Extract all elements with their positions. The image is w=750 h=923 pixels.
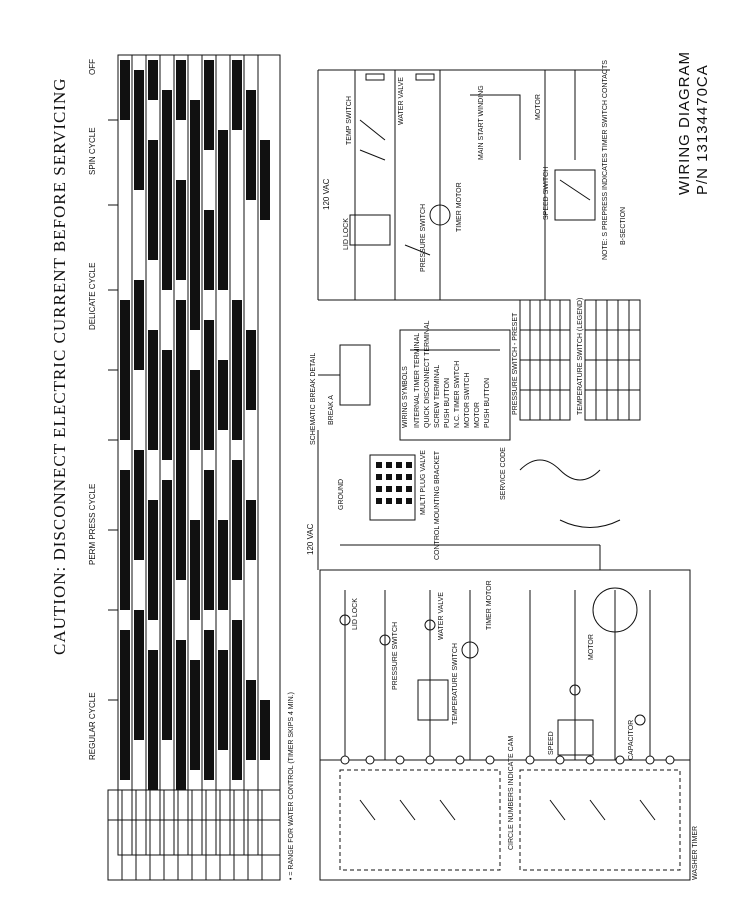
lower-pressure-switch-label: PRESSURE SWITCH (392, 621, 399, 690)
circle-numbers-note: CIRCLE NUMBERS INDICATE CAM (508, 735, 515, 850)
lower-circuit (319, 569, 691, 881)
legend-item-6: MOTOR SWITCH (464, 372, 471, 428)
lower-speed-label: SPEED (548, 731, 555, 755)
lid-lock-label: LID LOCK (343, 218, 350, 250)
schematic-break-detail (318, 344, 371, 406)
legend-item-5: N.C. TIMER SWITCH (454, 360, 461, 428)
temp-switch-label: TEMP SWITCH (346, 96, 353, 145)
lower-capacitor-label: CAPACITOR (628, 719, 635, 760)
water-valve-label: WATER VALVE (398, 77, 405, 125)
ground-label: GROUND (338, 478, 345, 510)
legend-box (399, 329, 511, 441)
control-bracket-label: CONTROL MOUNTING BRACKET (434, 450, 441, 560)
legend-item-8: PUSH BUTTON (484, 377, 491, 428)
legend-item-2: QUICK DISCONNECT TERMINAL (424, 320, 431, 428)
lower-water-valve-label: WATER VALVE (438, 592, 445, 640)
pressure-table-title: PRESSURE SWITCH - PRESET (512, 312, 519, 415)
cycle-label-delicate: DELICATE CYCLE (88, 262, 97, 330)
lower-temperature-switch-label: TEMPERATURE SWITCH (452, 643, 459, 725)
control-panel (369, 454, 416, 521)
washer-timer-label: WASHER TIMER (692, 825, 699, 880)
service-curve (519, 459, 601, 481)
legend-item-7: MOTOR (474, 402, 481, 428)
motor-label: MOTOR (535, 94, 542, 120)
legend-title: WIRING SYMBOLS (402, 366, 409, 428)
legend-item-3: SCREW TERMINAL (434, 364, 441, 428)
temperature-table-title: TEMPERATURE SWITCH (LEGEND) (577, 297, 584, 415)
lower-motor-label: MOTOR (588, 634, 595, 660)
speed-switch-label: SPEED SWITCH (543, 166, 550, 220)
cycle-label-regular: REGULAR CYCLE (88, 692, 97, 760)
service-code-label: SERVICE CODE (500, 447, 507, 500)
timer-motor-label: TIMER MOTOR (456, 182, 463, 232)
cycle-label-spin: SPIN CYCLE (88, 127, 97, 175)
main-start-winding-label: MAIN START WINDING (478, 85, 485, 160)
lower-voltage-label: 120 VAC (306, 523, 315, 555)
b-section-label: B-SECTION (620, 206, 627, 245)
multi-plug-label: MULTI PLUG VALVE (420, 450, 427, 515)
pressure-switch-label: PRESSURE SWITCH (420, 203, 427, 272)
timer-footnote: • = RANGE FOR WATER CONTROL (TIMER SKIPS… (288, 692, 295, 880)
timer-sequence-chart (107, 54, 281, 881)
legend-item-1: INTERNAL TIMER TERMINAL (414, 332, 421, 428)
cycle-label-off: OFF (88, 59, 97, 75)
cycle-label-perm-press: PERM PRESS CYCLE (88, 483, 97, 565)
lower-timer-motor-label: TIMER MOTOR (486, 580, 493, 630)
upper-circuit (317, 69, 610, 301)
break-a-label: BREAK A (328, 395, 335, 425)
switch-tables (519, 299, 641, 421)
upper-voltage-label: 120 VAC (322, 178, 331, 210)
legend-item-4: PUSH BUTTON (444, 377, 451, 428)
schematic-break-label: SCHEMATIC BREAK DETAIL (310, 352, 317, 445)
timer-contact-bars (120, 60, 270, 790)
timer-contacts-note: NOTE: S PREPRESS INDICATES TIMER SWITCH … (602, 60, 609, 260)
lower-lid-lock-label: LID LOCK (352, 598, 359, 630)
